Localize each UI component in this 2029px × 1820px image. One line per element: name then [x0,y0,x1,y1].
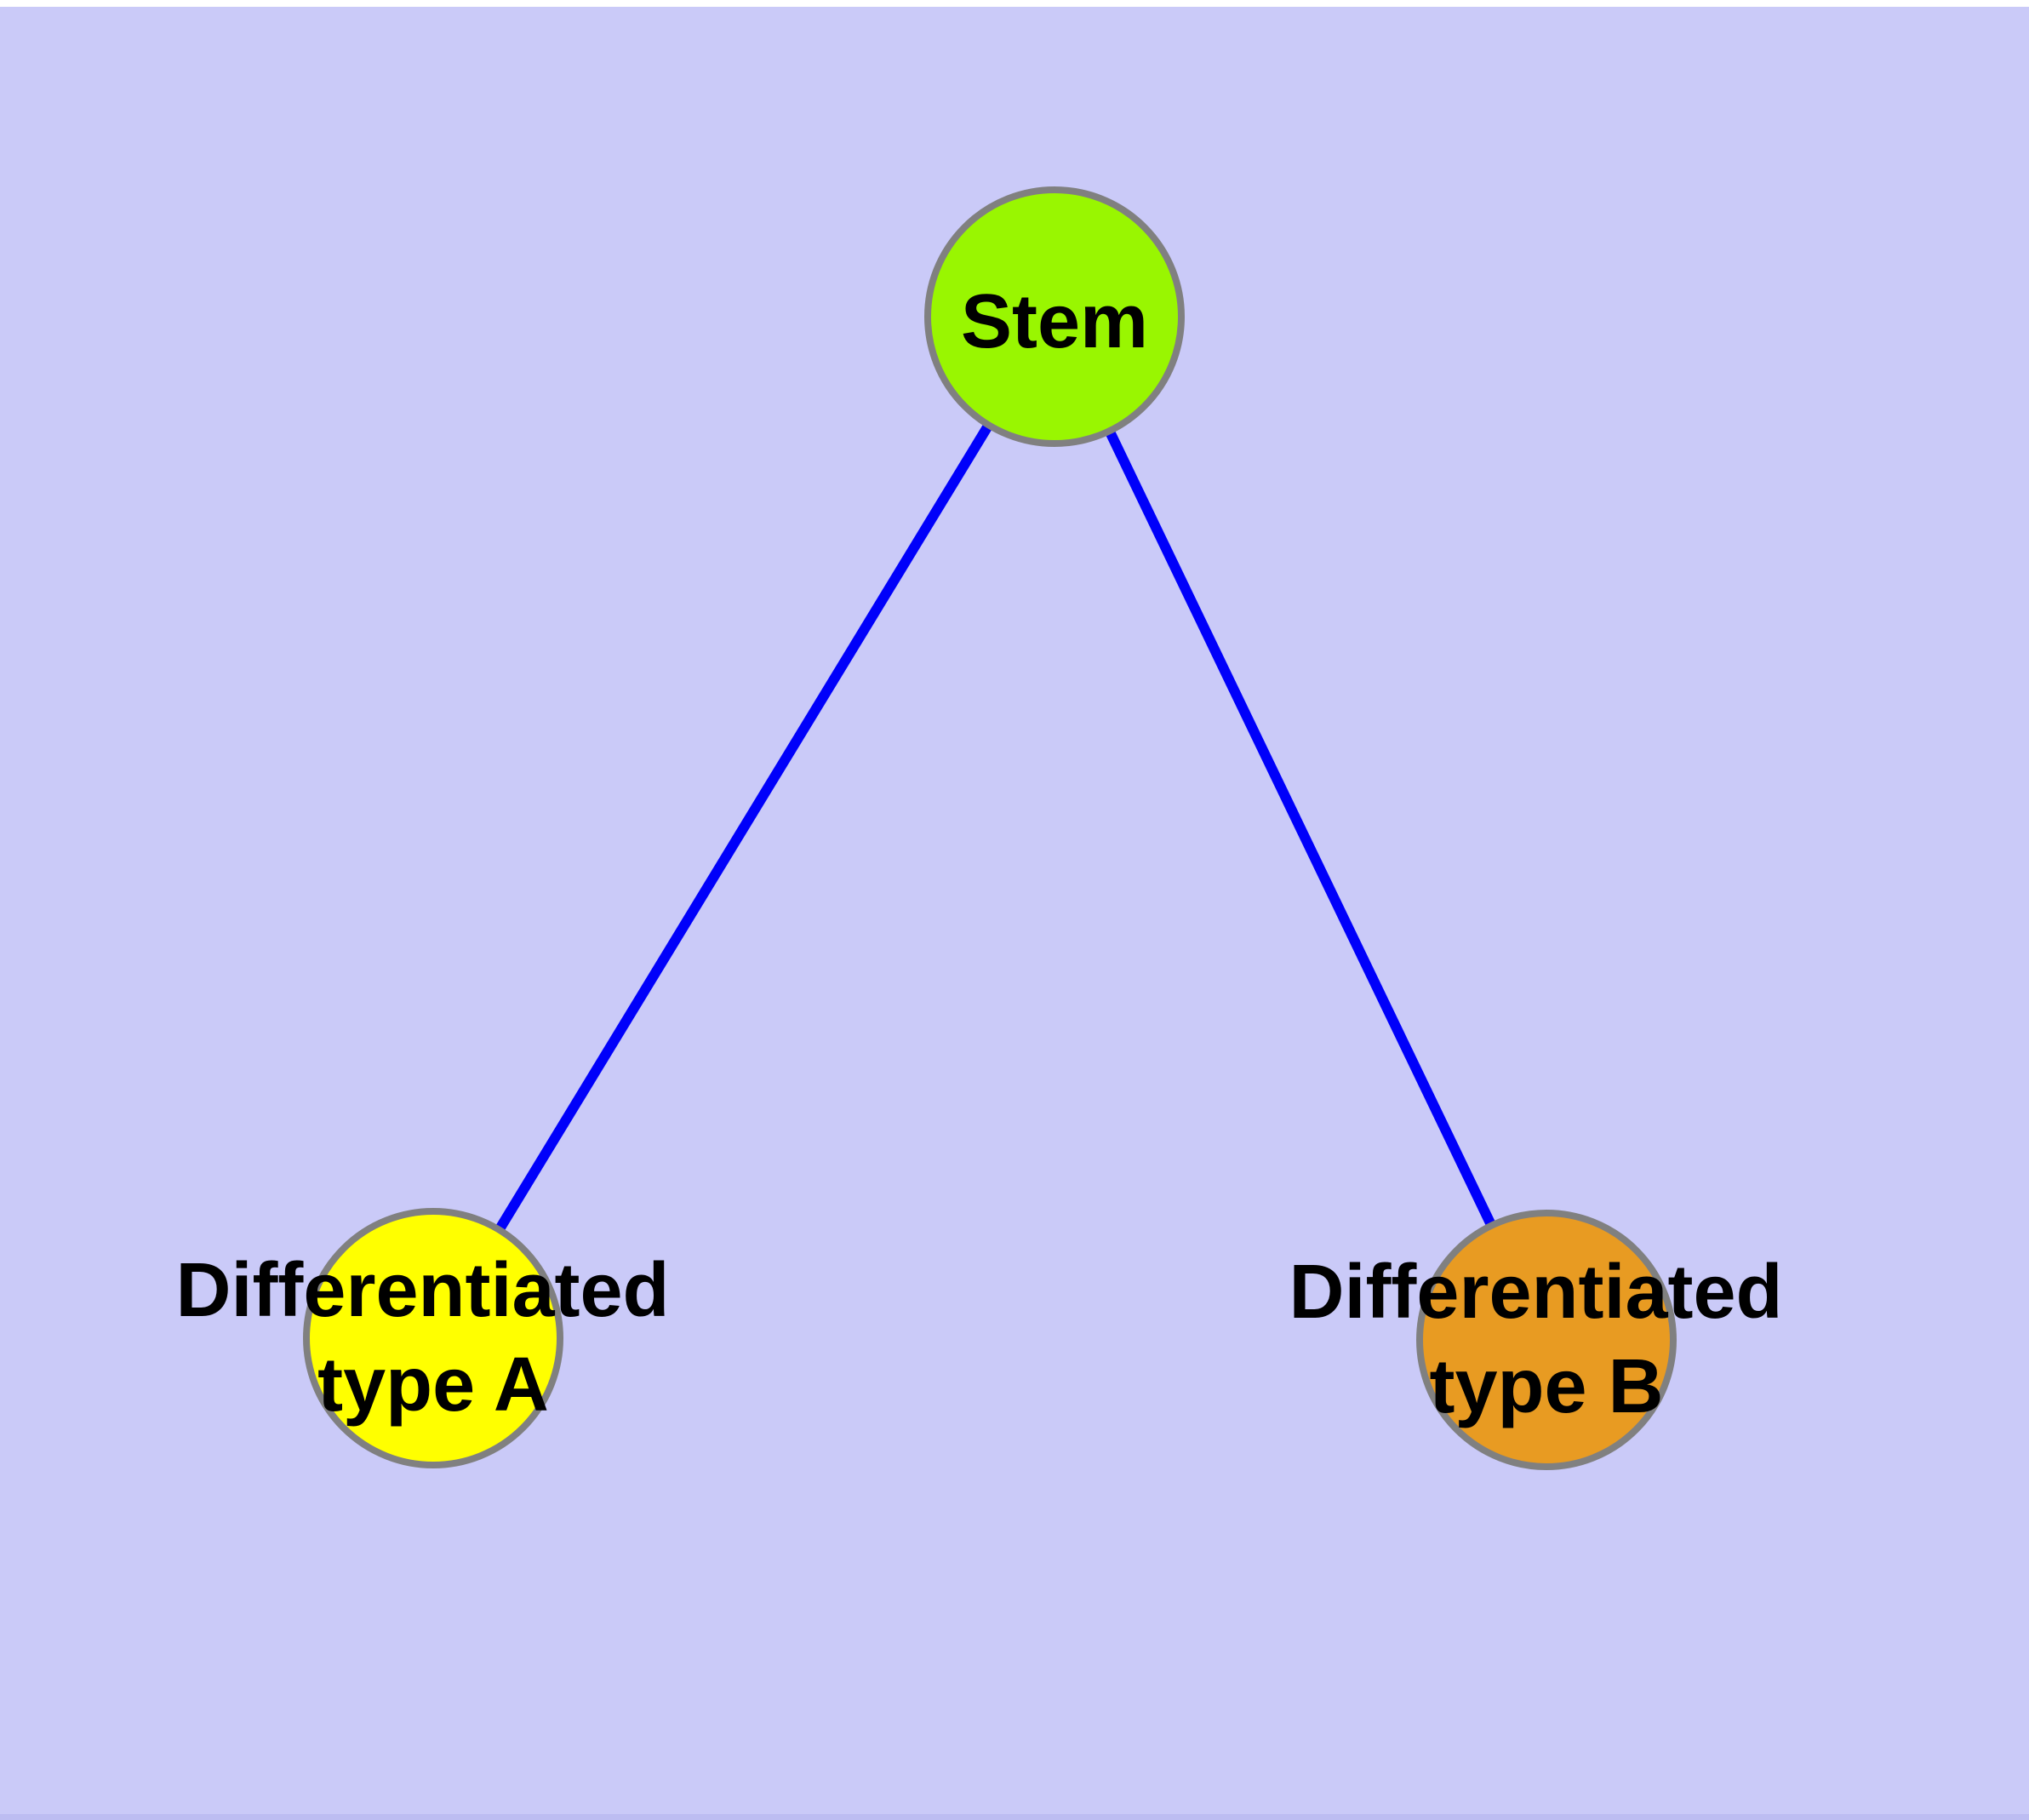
node-differentiated-type-b-label: Differentiated type B [1289,1250,1803,1429]
node-stem-label: Stem [961,279,1148,364]
node-stem-circle [924,186,1185,447]
label-line-2: type B [1429,1344,1663,1429]
node-differentiated-type-b-circle [1416,1210,1677,1470]
label-line-1: Differentiated [1289,1250,1782,1335]
edge-stem-to-type-b [1049,314,1552,1342]
node-differentiated-type-a-circle [303,1208,563,1468]
label-line-2: type A [317,1342,549,1428]
bottom-margin-strip [0,1814,2029,1820]
node-differentiated-type-b: Differentiated type B [1289,1210,1803,1470]
top-margin-strip [0,0,2029,7]
node-stem: Stem [924,186,1185,447]
node-differentiated-type-a: Differentiated type A [175,1208,690,1468]
node-differentiated-type-a-label: Differentiated type A [175,1248,690,1428]
edge-stem-to-type-a [428,313,1060,1342]
label-line-1: Differentiated [175,1248,669,1333]
